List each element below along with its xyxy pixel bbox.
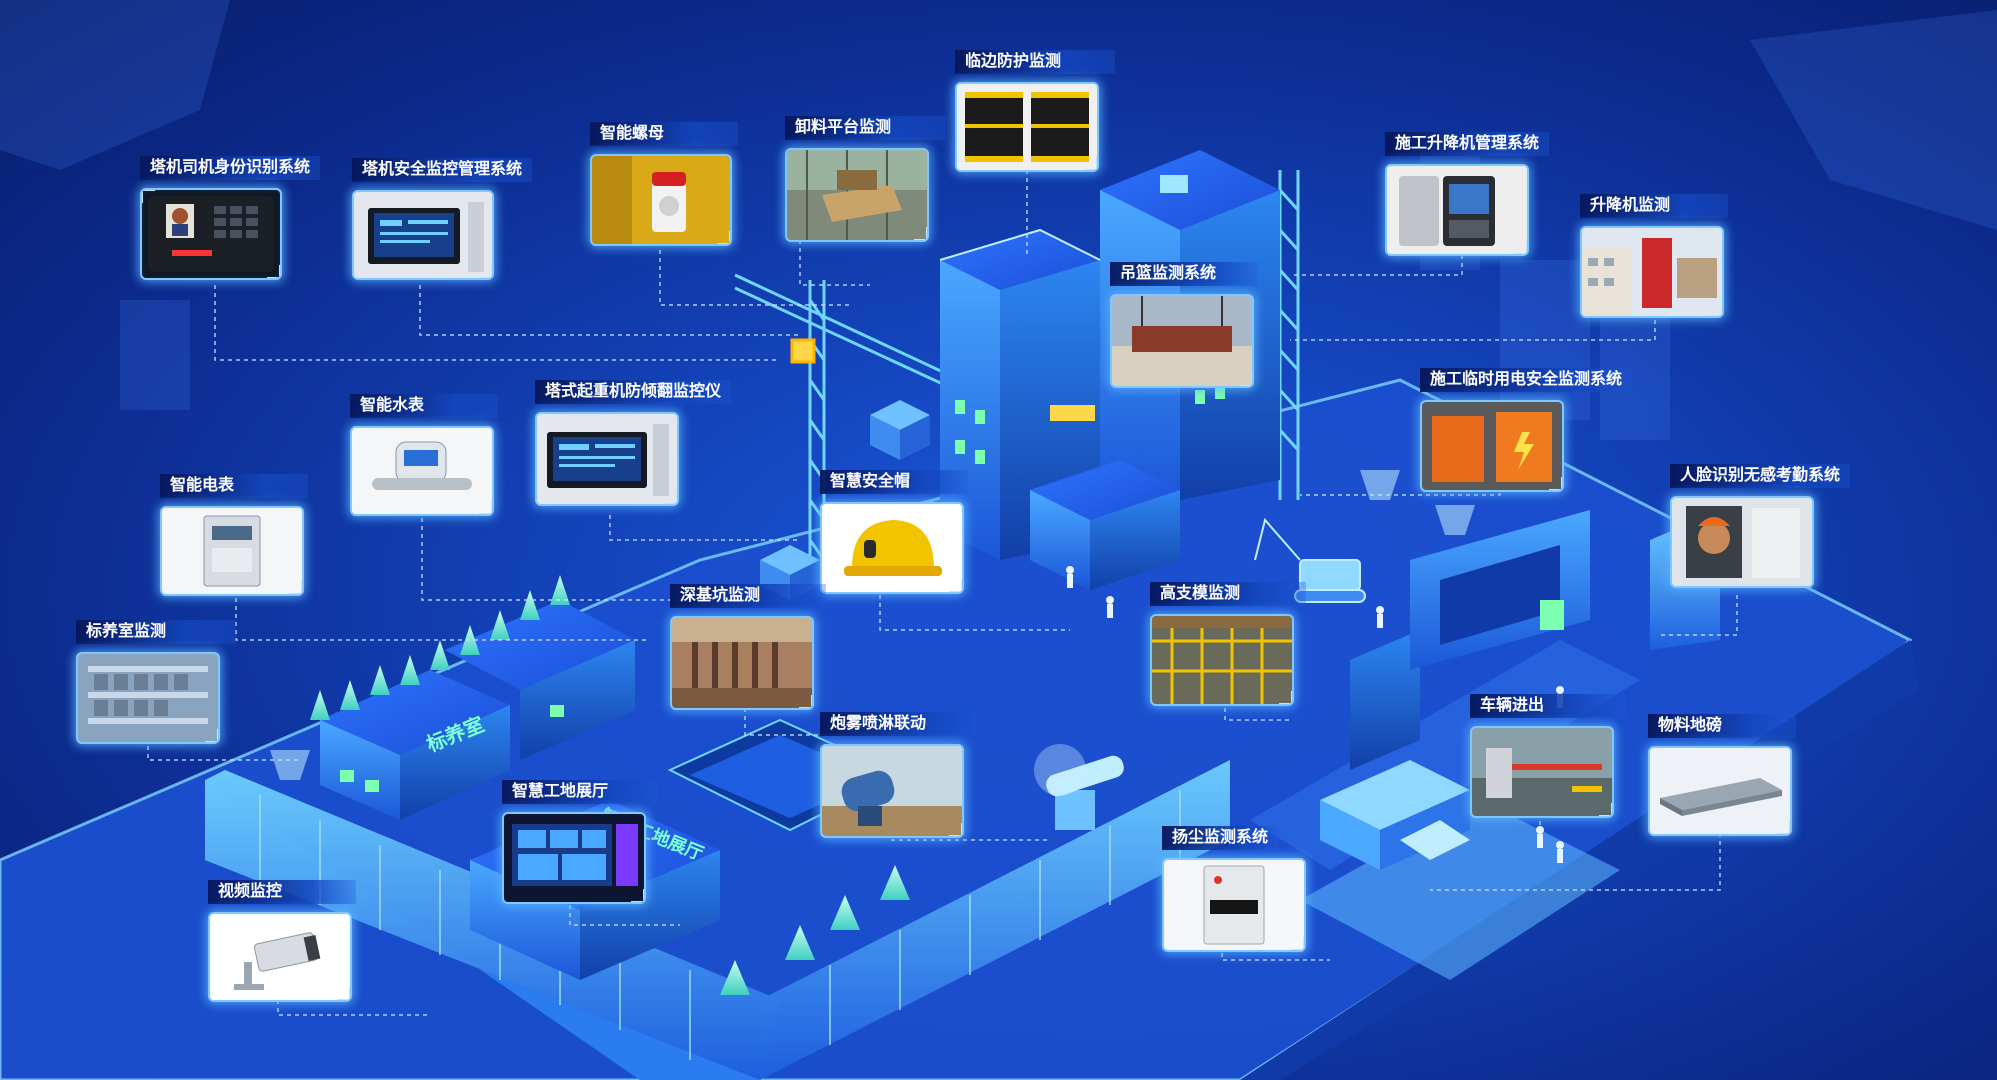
module-smart-nut: 智能螺母	[590, 122, 740, 250]
helmet-icon	[822, 504, 962, 592]
monitor-screen-icon	[537, 414, 677, 504]
module-curing-room: 标养室监测	[76, 620, 241, 745]
module-smart-helmet: 智慧安全帽	[820, 470, 970, 600]
module-smart-meter: 智能电表	[160, 474, 310, 599]
platform-icon	[787, 150, 927, 240]
curing-room-building: 标养室	[320, 600, 635, 820]
module-image	[1162, 858, 1306, 952]
module-exhibition: 智慧工地展厅	[502, 780, 662, 908]
module-image	[140, 188, 282, 280]
module-label: 施工临时用电安全监测系统	[1420, 368, 1633, 392]
module-image	[670, 616, 814, 710]
module-image	[350, 426, 494, 516]
gate-barrier-icon	[1472, 728, 1612, 816]
gondola-icon	[1112, 296, 1252, 386]
module-image	[820, 502, 964, 594]
cctv-camera-icon	[210, 914, 350, 1000]
module-tower-driver-id: 塔机司机身份识别系统	[140, 156, 321, 284]
excavation-icon	[672, 618, 812, 708]
module-image	[352, 190, 494, 280]
module-label: 升降机监测	[1580, 194, 1728, 218]
module-hoist-monitor: 升降机监测	[1580, 194, 1730, 319]
module-image	[1470, 726, 1614, 818]
module-label: 卸料平台监测	[785, 116, 945, 140]
fog-cannon-icon	[822, 746, 962, 836]
module-dust: 扬尘监测系统	[1162, 826, 1342, 954]
module-image	[1110, 294, 1254, 388]
module-image	[208, 912, 352, 1002]
module-image	[535, 412, 679, 506]
module-tower-safety: 塔机安全监控管理系统	[352, 158, 542, 286]
module-label: 塔式起重机防倾翻监控仪	[535, 380, 732, 404]
module-image	[955, 82, 1099, 172]
module-video: 视频监控	[208, 880, 358, 1005]
face-terminal-icon	[148, 196, 274, 272]
module-label: 塔机安全监控管理系统	[352, 158, 533, 182]
face-scan-icon	[1672, 498, 1812, 586]
equipment-boxes	[760, 400, 930, 600]
curing-shelf-icon	[78, 654, 218, 742]
excavator	[1254, 517, 1366, 603]
module-label: 高支模监测	[1150, 582, 1306, 606]
module-image	[1385, 164, 1529, 256]
dust-monitor-icon	[1164, 860, 1304, 950]
module-label: 临边防护监测	[955, 50, 1115, 74]
module-image	[1670, 496, 1814, 588]
module-image	[590, 154, 732, 246]
module-vehicle: 车辆进出	[1470, 694, 1630, 819]
weighbridge-icon	[1650, 748, 1790, 834]
module-weighbridge: 物料地磅	[1648, 714, 1798, 839]
module-image	[1150, 614, 1294, 706]
module-high-formwork: 高支模监测	[1150, 582, 1310, 710]
module-anti-overturn: 塔式起重机防倾翻监控仪	[535, 380, 745, 508]
module-label: 车辆进出	[1470, 694, 1626, 718]
module-label: 炮雾喷淋联动	[820, 712, 976, 736]
fog-cannon-model	[1034, 744, 1124, 830]
module-fog-cannon: 炮雾喷淋联动	[820, 712, 980, 842]
module-deep-pit: 深基坑监测	[670, 584, 830, 714]
water-meter-icon	[352, 428, 492, 514]
module-label: 智慧安全帽	[820, 470, 968, 494]
module-label: 智能电表	[160, 474, 308, 498]
smart-nut-icon	[592, 156, 730, 244]
module-image	[1420, 400, 1564, 492]
module-image	[820, 744, 964, 838]
module-image	[1580, 226, 1724, 318]
monitor-screen-icon	[354, 192, 492, 278]
module-unloading-platform: 卸料平台监测	[785, 116, 945, 246]
module-label: 塔机司机身份识别系统	[140, 156, 321, 180]
module-image	[785, 148, 929, 242]
module-image	[1648, 746, 1792, 836]
hoist-tower-icon	[1582, 228, 1722, 316]
electric-box-icon	[1422, 402, 1562, 490]
module-label: 视频监控	[208, 880, 356, 904]
module-temp-power: 施工临时用电安全监测系统	[1420, 368, 1645, 493]
module-label: 物料地磅	[1648, 714, 1796, 738]
module-label: 施工升降机管理系统	[1385, 132, 1550, 156]
module-label: 深基坑监测	[670, 584, 826, 608]
module-image	[76, 652, 220, 744]
module-image	[502, 812, 646, 904]
module-image	[160, 506, 304, 596]
module-label: 标养室监测	[76, 620, 236, 644]
module-label: 人脸识别无感考勤系统	[1670, 464, 1851, 488]
module-gondola: 吊篮监测系统	[1110, 262, 1260, 388]
module-label: 扬尘监测系统	[1162, 826, 1279, 850]
scaffold-icon	[1152, 616, 1292, 704]
module-smart-water: 智能水表	[350, 394, 500, 519]
hoist-terminal-icon	[1387, 166, 1527, 254]
module-label: 智慧工地展厅	[502, 780, 658, 804]
electric-meter-icon	[162, 508, 302, 594]
module-edge-protection: 临边防护监测	[955, 50, 1115, 175]
display-wall-icon	[504, 814, 644, 902]
edge-guard-icon	[957, 84, 1097, 170]
module-label: 智能水表	[350, 394, 498, 418]
module-face-attendance: 人脸识别无感考勤系统	[1670, 464, 1870, 594]
module-hoist-management: 施工升降机管理系统	[1385, 132, 1565, 257]
module-label: 智能螺母	[590, 122, 738, 146]
module-label: 吊篮监测系统	[1110, 262, 1258, 286]
